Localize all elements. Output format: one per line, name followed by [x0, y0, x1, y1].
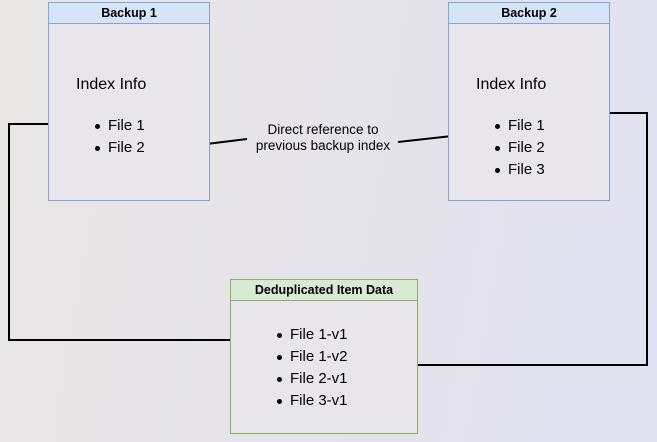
- backup-1-file-list: File 1 File 2: [93, 115, 145, 159]
- backup-2-index-info-label: Index Info: [476, 76, 547, 93]
- list-item: File 1: [93, 115, 145, 137]
- edge-label-direct-reference: Direct reference to previous backup inde…: [255, 122, 391, 153]
- dedup-file-list: File 1-v1 File 1-v2 File 2-v1 File 3-v1: [275, 324, 348, 412]
- node-backup-1-body: Index Info File 1 File 2: [48, 24, 210, 201]
- node-dedup-header: Deduplicated Item Data: [230, 279, 418, 301]
- list-item: File 2-v1: [275, 368, 348, 390]
- node-backup-1[interactable]: Backup 1 Index Info File 1 File 2: [48, 2, 210, 201]
- list-item: File 2: [493, 137, 545, 159]
- list-item: File 1-v1: [275, 324, 348, 346]
- backup-1-index-info-label: Index Info: [76, 76, 147, 93]
- node-backup-2-body: Index Info File 1 File 2 File 3: [448, 24, 610, 201]
- node-deduplicated-item-data[interactable]: Deduplicated Item Data File 1-v1 File 1-…: [230, 279, 418, 434]
- list-item: File 3: [493, 159, 545, 181]
- list-item: File 1: [493, 115, 545, 137]
- node-backup-2[interactable]: Backup 2 Index Info File 1 File 2 File 3: [448, 2, 610, 201]
- list-item: File 2: [93, 137, 145, 159]
- node-backup-2-header: Backup 2: [448, 2, 610, 24]
- node-dedup-body: File 1-v1 File 1-v2 File 2-v1 File 3-v1: [230, 301, 418, 434]
- backup-2-file-list: File 1 File 2 File 3: [493, 115, 545, 181]
- list-item: File 3-v1: [275, 390, 348, 412]
- node-backup-1-header: Backup 1: [48, 2, 210, 24]
- list-item: File 1-v2: [275, 346, 348, 368]
